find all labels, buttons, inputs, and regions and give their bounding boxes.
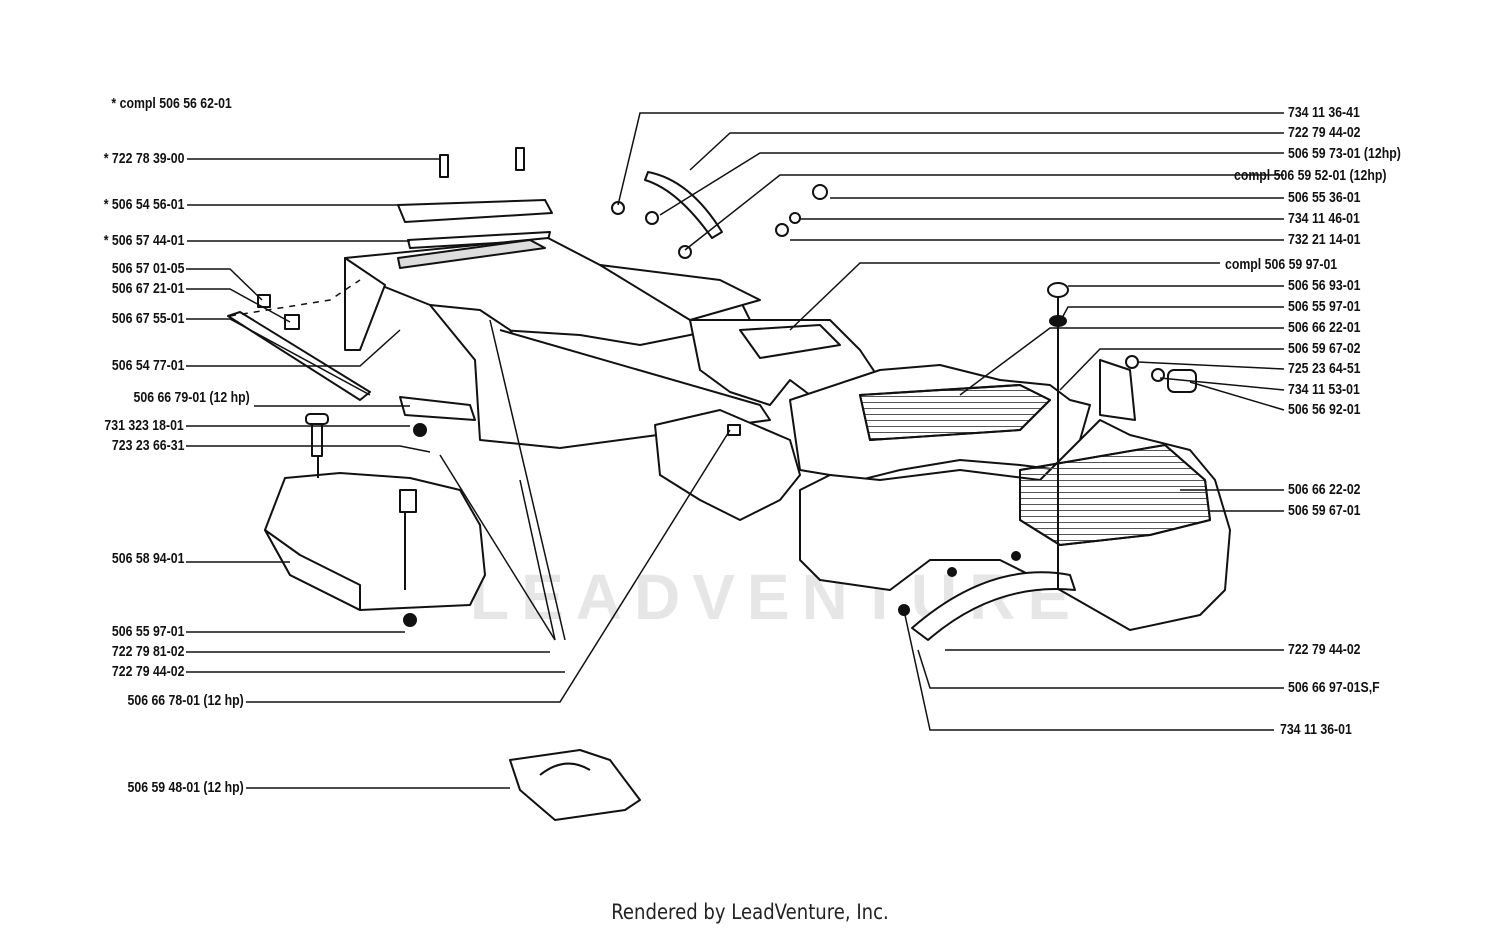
callout-left-8: 506 54 77-01 [111, 357, 184, 374]
callout-left-1: * compl 506 56 62-01 [111, 95, 232, 112]
callout-right-5: 506 55 36-01 [1288, 189, 1361, 206]
callout-right-3: 506 59 73-01 (12hp) [1288, 145, 1401, 162]
battery-box-part [265, 473, 485, 610]
callout-right-19: 506 66 97-01S,F [1288, 679, 1380, 696]
callout-left-5: 506 57 01-05 [111, 260, 184, 277]
footer-credit: Rendered by LeadVenture, Inc. [611, 900, 889, 924]
callout-right-20: 734 11 36-01 [1280, 721, 1352, 738]
callout-right-12: 506 59 67-02 [1288, 340, 1361, 357]
callout-left-4: * 506 57 44-01 [103, 232, 184, 249]
insert-block-part [510, 750, 640, 820]
callout-right-16: 506 66 22-02 [1288, 481, 1361, 498]
visor-part [645, 172, 722, 238]
callout-left-15: 722 79 44-02 [111, 663, 184, 680]
callout-left-12: 506 58 94-01 [111, 550, 184, 567]
callout-left-11: 723 23 66-31 [111, 437, 184, 454]
callout-left-7: 506 67 55-01 [111, 310, 184, 327]
callout-right-14: 734 11 53-01 [1288, 381, 1360, 398]
callout-right-7: 732 21 14-01 [1288, 231, 1361, 248]
wheel-flap-part [912, 572, 1075, 640]
callout-right-18: 722 79 44-02 [1288, 641, 1361, 658]
hardware-items [258, 148, 1196, 626]
callout-right-13: 725 23 64-51 [1288, 360, 1361, 377]
callout-left-16: 506 66 78-01 (12 hp) [127, 692, 244, 709]
callout-right-2: 722 79 44-02 [1288, 124, 1361, 141]
leader-lines [186, 113, 1284, 788]
callout-right-6: 734 11 46-01 [1288, 210, 1360, 227]
rear-fender-part [800, 360, 1230, 630]
callout-left-14: 722 79 81-02 [111, 643, 184, 660]
callout-left-9: 506 66 79-01 (12 hp) [133, 389, 250, 406]
callout-right-4: compl 506 59 52-01 (12hp) [1234, 167, 1387, 184]
callout-right-15: 506 56 92-01 [1288, 401, 1361, 418]
callout-right-10: 506 55 97-01 [1288, 298, 1361, 315]
callout-right-17: 506 59 67-01 [1288, 502, 1361, 519]
callout-left-3: * 506 54 56-01 [103, 196, 184, 213]
callout-left-13: 506 55 97-01 [111, 623, 184, 640]
callout-left-2: * 722 78 39-00 [103, 150, 184, 167]
callout-right-1: 734 11 36-41 [1288, 104, 1360, 121]
rod-items [318, 297, 1058, 590]
callout-left-10: 731 323 18-01 [104, 417, 184, 434]
callout-right-8: compl 506 59 97-01 [1225, 256, 1338, 273]
callout-left-6: 506 67 21-01 [111, 280, 184, 297]
callout-right-11: 506 66 22-01 [1288, 319, 1361, 336]
body-tray-part [790, 365, 1090, 480]
callout-right-9: 506 56 93-01 [1288, 277, 1361, 294]
callout-left-17: 506 59 48-01 (12 hp) [127, 779, 244, 796]
